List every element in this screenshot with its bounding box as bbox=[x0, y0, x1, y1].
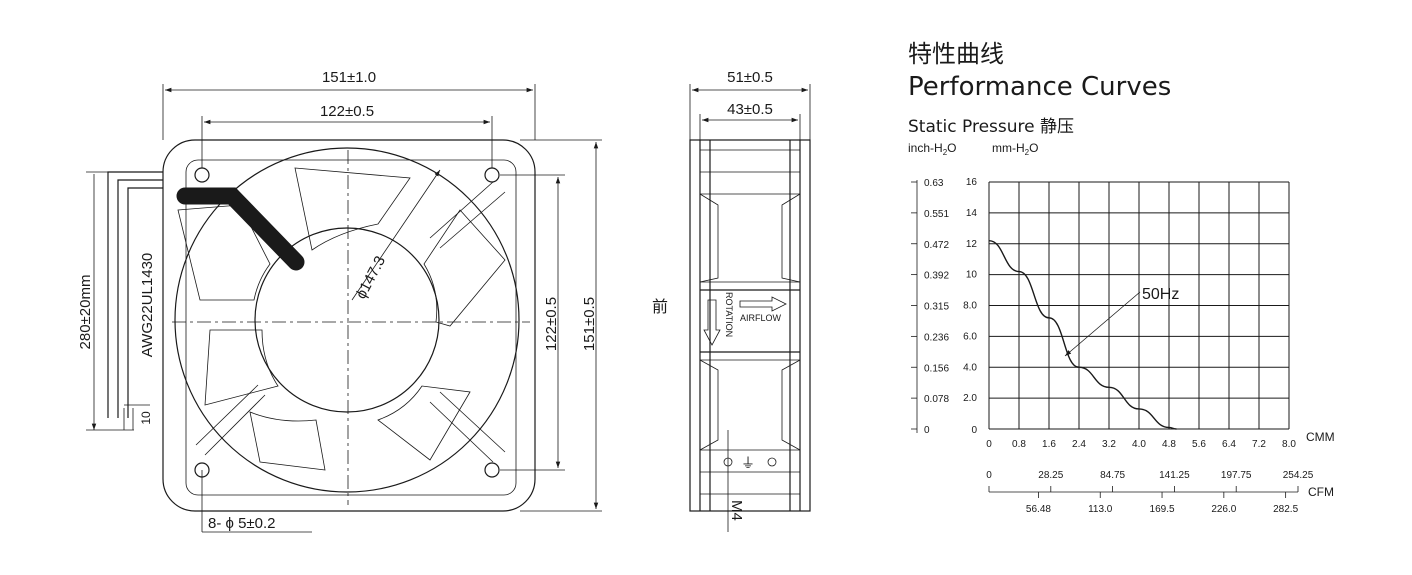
x-tick-cfm-top: 28.25 bbox=[1038, 470, 1063, 481]
mounting-hole-tr bbox=[484, 167, 500, 183]
hub-circle bbox=[254, 227, 440, 413]
frame-depth-label: 51±0.5 bbox=[727, 69, 773, 86]
unit-mm-label: mm-H2O bbox=[992, 141, 1038, 157]
terminal-hole-icon-2 bbox=[767, 457, 777, 467]
y-tick-inch: 0.551 bbox=[924, 209, 949, 220]
y-tick-inch: 0.078 bbox=[924, 394, 949, 405]
x-tick-cmm: 3.2 bbox=[1102, 439, 1116, 450]
y-tick-inch: 0.392 bbox=[924, 271, 949, 282]
front-label: 前 bbox=[652, 297, 668, 316]
lead-length-label: 280±20mm bbox=[77, 275, 94, 350]
y-tick-inch: 0.236 bbox=[924, 332, 949, 343]
y-tick-inch: 0.472 bbox=[924, 240, 949, 251]
side-view: ROTATION AIRFLOW ⏚ M4 前 51±0.5 43±0.5 bbox=[652, 69, 811, 532]
y-tick-mm: 6.0 bbox=[963, 331, 977, 342]
airflow-arrow-icon bbox=[739, 296, 787, 312]
inner-depth-label: 43±0.5 bbox=[727, 101, 773, 118]
x-tick-cfm-bottom: 56.48 bbox=[1026, 504, 1051, 515]
x-tick-cfm-bottom: 113.0 bbox=[1088, 504, 1113, 515]
strip-length-label: 10 bbox=[139, 411, 153, 425]
y-tick-mm: 10 bbox=[966, 270, 978, 281]
unit-inch-label: inch-H2O bbox=[908, 141, 956, 157]
ground-icon: ⏚ bbox=[741, 455, 755, 471]
x-tick-cfm-bottom: 226.0 bbox=[1211, 504, 1236, 515]
y-tick-inch: 0 bbox=[924, 425, 930, 436]
screw-label: M4 bbox=[728, 500, 745, 521]
x-tick-cfm-bottom: 169.5 bbox=[1150, 504, 1175, 515]
chart-title-en: Performance Curves bbox=[908, 72, 1171, 102]
lead-wire-label: AWG22UL1430 bbox=[139, 253, 156, 358]
front-view: ϕ147.3 151±1.0 122±0.5 122±0.5 151±0.5 2… bbox=[77, 69, 602, 533]
fan-blades bbox=[177, 167, 506, 471]
fan-frame-inner bbox=[185, 159, 517, 496]
hole-spacing-v-label: 122±0.5 bbox=[543, 297, 560, 351]
fan-frame-outline bbox=[162, 139, 536, 512]
y-tick-mm: 16 bbox=[966, 177, 978, 188]
x-tick-cfm-top: 197.75 bbox=[1221, 470, 1252, 481]
curve-label: 50Hz bbox=[1142, 286, 1179, 303]
y-tick-mm: 8.0 bbox=[963, 301, 977, 312]
chart-grid bbox=[988, 181, 1290, 430]
inch-axis bbox=[911, 180, 918, 433]
side-frame-outline bbox=[689, 139, 811, 512]
mounting-hole-label: 8- ϕ 5±0.2 bbox=[208, 515, 276, 532]
venturi-circle bbox=[174, 147, 520, 493]
y-tick-mm: 0 bbox=[971, 425, 977, 436]
x-tick-cmm: 5.6 bbox=[1192, 439, 1206, 450]
rotation-label: ROTATION bbox=[724, 292, 734, 337]
overall-width-label: 151±1.0 bbox=[322, 69, 376, 86]
x-tick-cmm: 7.2 bbox=[1252, 439, 1266, 450]
hole-spacing-h-label: 122±0.5 bbox=[320, 103, 374, 120]
curve-50hz bbox=[988, 239, 1177, 430]
x-unit-cfm: CFM bbox=[1308, 485, 1334, 499]
chart-title-cn: 特性曲线 bbox=[908, 40, 1004, 68]
x-unit-cmm: CMM bbox=[1306, 430, 1335, 444]
overall-height-label: 151±0.5 bbox=[581, 297, 598, 351]
x-tick-cfm-top: 84.75 bbox=[1100, 470, 1125, 481]
x-tick-cmm: 2.4 bbox=[1072, 439, 1086, 450]
x-tick-cmm: 4.8 bbox=[1162, 439, 1176, 450]
x-tick-cmm: 8.0 bbox=[1282, 439, 1296, 450]
y-tick-inch: 0.315 bbox=[924, 302, 949, 313]
impeller-diameter-label: ϕ147.3 bbox=[353, 253, 390, 302]
x-tick-cfm-top: 0 bbox=[986, 470, 992, 481]
x-tick-cmm: 1.6 bbox=[1042, 439, 1056, 450]
y-tick-mm: 2.0 bbox=[963, 393, 977, 404]
mounting-hole-tl bbox=[194, 167, 210, 183]
y-tick-mm: 4.0 bbox=[963, 362, 977, 373]
x-tick-cmm: 0.8 bbox=[1012, 439, 1026, 450]
chart-subtitle: Static Pressure 静压 bbox=[908, 117, 1074, 137]
airflow-label: AIRFLOW bbox=[740, 313, 782, 323]
y-tick-inch: 0.156 bbox=[924, 363, 949, 374]
performance-chart: 特性曲线 Performance Curves Static Pressure … bbox=[908, 40, 1335, 515]
mounting-hole-br bbox=[484, 462, 500, 478]
y-tick-inch: 0.63 bbox=[924, 178, 944, 189]
x-tick-cfm-top: 254.25 bbox=[1283, 470, 1314, 481]
x-tick-cfm-bottom: 282.5 bbox=[1273, 504, 1298, 515]
curve-label-leader bbox=[1064, 291, 1141, 357]
x-tick-cfm-top: 141.25 bbox=[1159, 470, 1190, 481]
y-tick-mm: 14 bbox=[966, 208, 978, 219]
x-tick-cmm: 0 bbox=[986, 439, 992, 450]
x-tick-cmm: 4.0 bbox=[1132, 439, 1146, 450]
lead-wire-cable bbox=[176, 187, 305, 271]
rotation-arrow-icon bbox=[703, 299, 721, 346]
y-tick-mm: 12 bbox=[966, 239, 978, 250]
x-tick-cmm: 6.4 bbox=[1222, 439, 1236, 450]
